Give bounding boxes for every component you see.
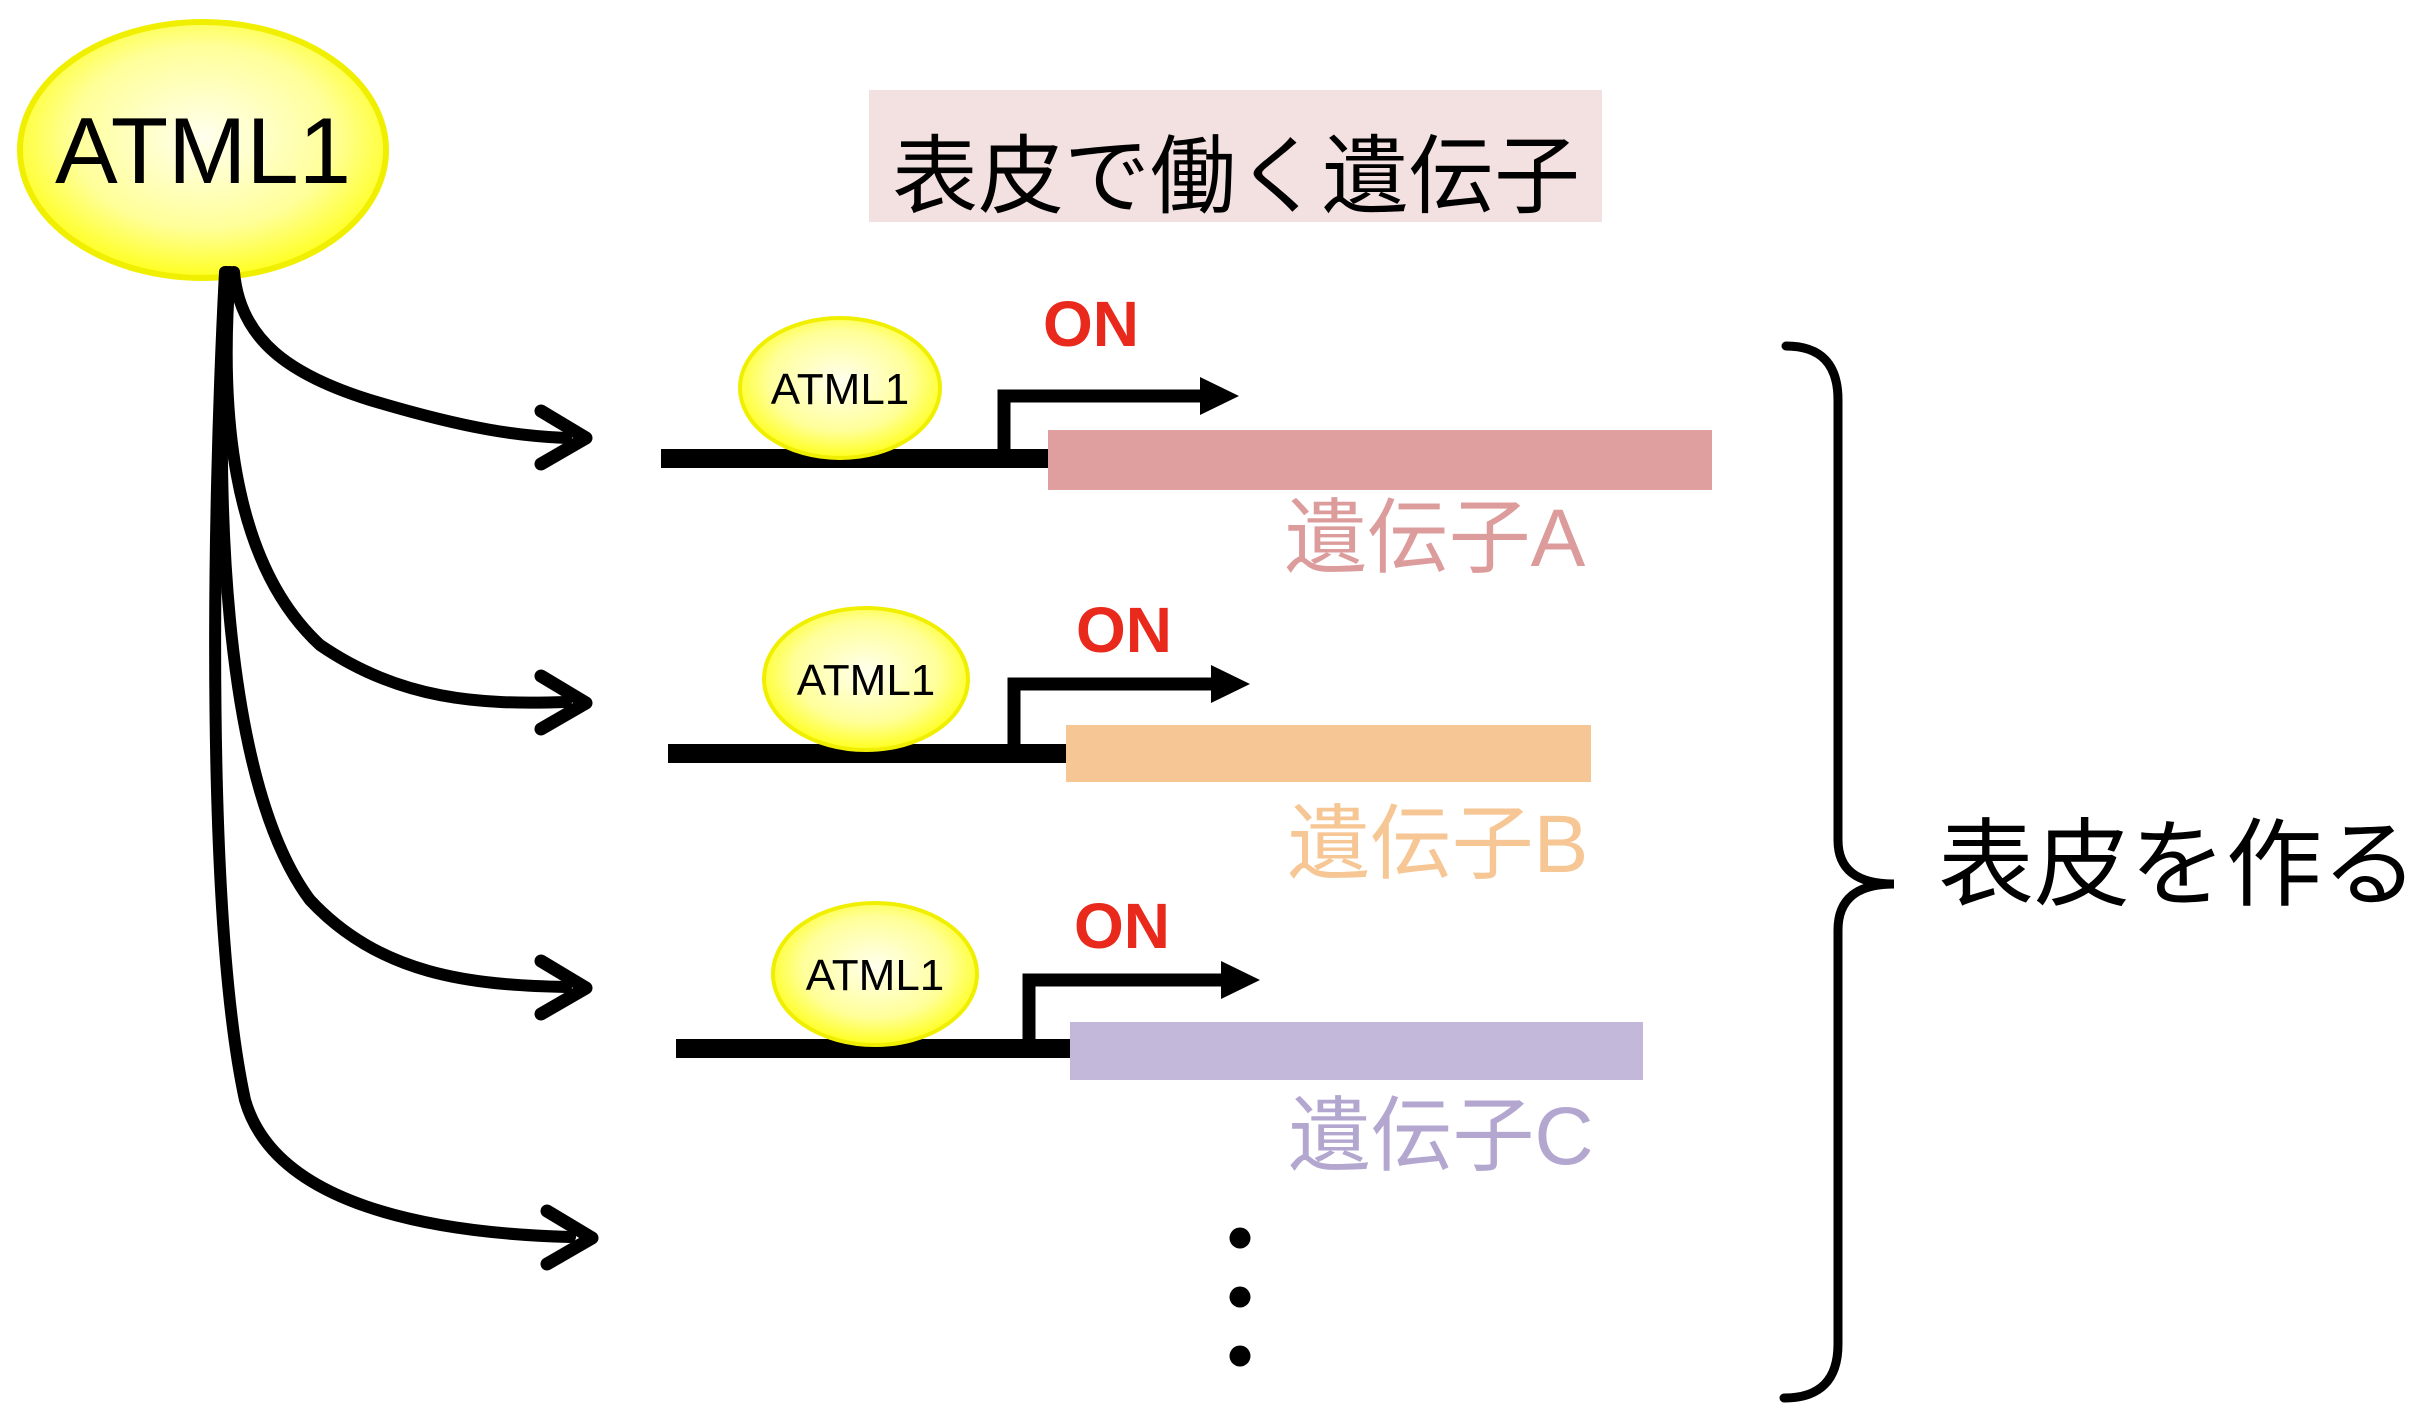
curly-brace [1779, 341, 1895, 1403]
activation-arrows [209, 266, 599, 1271]
ellipsis-dot [1229, 1286, 1251, 1308]
arrow-curve [209, 266, 576, 1243]
transcription-arrowhead-icon [1211, 665, 1250, 703]
transcription-start-arrow [1022, 973, 1221, 1044]
arrow-curve [228, 266, 572, 444]
bound-tf-ellipse [738, 316, 942, 460]
gene-name-label: 遺伝子B [1288, 799, 1589, 890]
gene-name-label: 遺伝子A [1285, 493, 1586, 584]
bound-tf-label: ATML1 [771, 365, 910, 414]
transcription-arrowhead-icon [1200, 377, 1239, 415]
bound-tf-ellipse [762, 606, 970, 752]
gene-bar [1070, 1022, 1643, 1080]
bound-tf-label: ATML1 [797, 656, 936, 705]
ellipsis-dot [1229, 1227, 1251, 1249]
arrowhead-chevron-icon [540, 1204, 599, 1271]
arrowhead-chevron-icon [534, 954, 593, 1021]
title-text: 表皮で働く遺伝子 [892, 129, 1580, 225]
title-box-background [869, 90, 1602, 222]
more-genes-ellipsis [1229, 1227, 1251, 1367]
on-state-label: ON [1074, 890, 1170, 962]
gene-row-a: ATML1 ON 遺伝子A [661, 288, 1712, 584]
activation-arrow-row3 [215, 266, 593, 1021]
result-group: 表皮を作る [1779, 341, 2418, 1403]
gene-bar [1066, 725, 1591, 782]
arrow-curve [215, 266, 572, 993]
on-state-label: ON [1076, 594, 1172, 666]
arrow-curve [220, 266, 572, 709]
activation-arrow-row1 [228, 266, 593, 471]
dna-line [676, 1039, 1075, 1058]
arrowhead-chevron-icon [534, 404, 593, 471]
bound-tf-ellipse [771, 901, 979, 1047]
arrowhead-chevron-icon [534, 669, 593, 736]
transcription-arrowhead-icon [1221, 961, 1260, 999]
transcription-start-arrow [1007, 677, 1211, 749]
gene-bar [1048, 430, 1712, 490]
transcription-start-arrow [997, 389, 1200, 455]
gene-name-label: 遺伝子C [1288, 1091, 1593, 1182]
activation-arrow-more [209, 266, 599, 1271]
main-node-ellipse [17, 19, 389, 281]
gene-row-c: ATML1 ON 遺伝子C [676, 890, 1643, 1182]
activation-arrow-row2 [220, 266, 593, 736]
main-transcription-factor-node: ATML1 [17, 19, 389, 281]
bound-tf-label: ATML1 [806, 951, 945, 1000]
dna-line [668, 744, 1070, 763]
gene-row-b: ATML1 ON 遺伝子B [668, 594, 1591, 890]
title-box: 表皮で働く遺伝子 [869, 90, 1602, 225]
result-text: 表皮を作る [1938, 812, 2418, 919]
main-node-label: ATML1 [55, 98, 351, 203]
ellipsis-dot [1229, 1345, 1251, 1367]
on-state-label: ON [1043, 288, 1139, 360]
